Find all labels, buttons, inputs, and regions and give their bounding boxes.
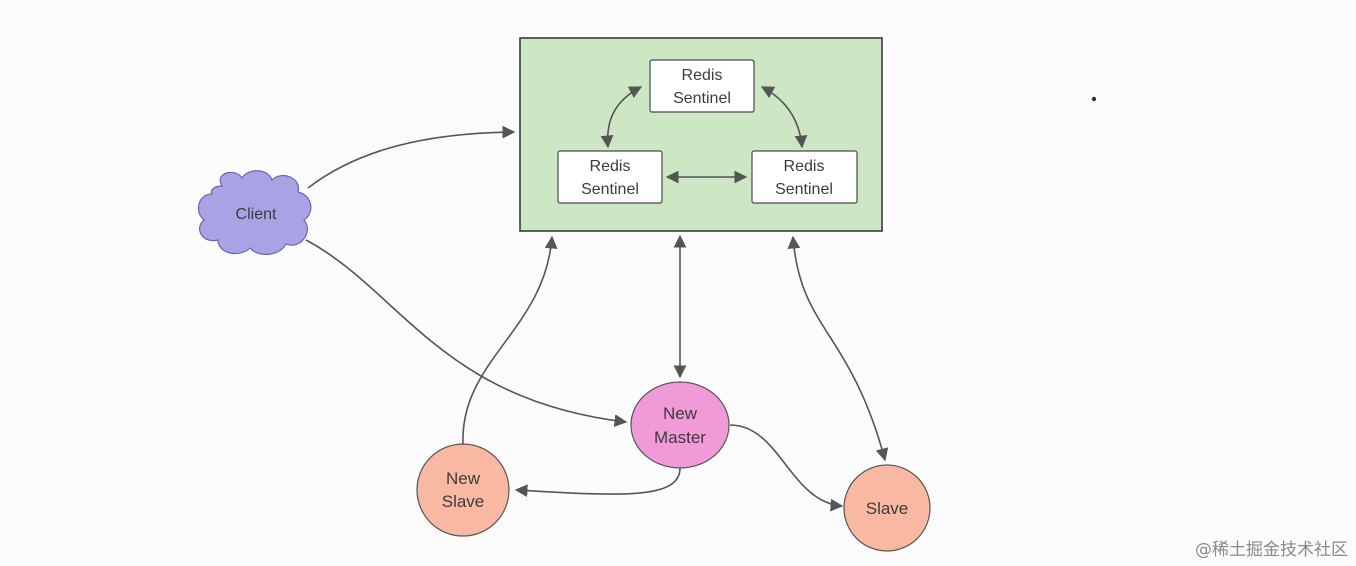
arrow-sentinels-slave bbox=[787, 235, 889, 462]
watermark-text: @稀土掘金技术社区 bbox=[1195, 540, 1348, 560]
new-master-line2: Master bbox=[654, 428, 706, 447]
arrow-new-master-to-new-slave bbox=[514, 467, 681, 498]
arrow-new-master-to-slave bbox=[729, 424, 844, 512]
sentinel-top-line2: Sentinel bbox=[673, 90, 731, 107]
arrow-sentinel-top-left bbox=[600, 86, 643, 149]
new-slave-line2: Slave bbox=[442, 492, 485, 511]
sentinel-node-right: Redis Sentinel bbox=[751, 150, 858, 204]
arrow-sentinel-top-right bbox=[760, 86, 808, 149]
arrow-client-to-new-master bbox=[305, 239, 628, 427]
new-slave-node: New Slave bbox=[416, 443, 510, 537]
sentinel-left-line1: Redis bbox=[590, 158, 631, 175]
sentinel-node-top: Redis Sentinel bbox=[649, 59, 755, 113]
new-master-node: New Master bbox=[630, 381, 730, 469]
sentinel-left-line2: Sentinel bbox=[581, 181, 639, 198]
sentinel-right-line2: Sentinel bbox=[775, 181, 833, 198]
sentinel-right-line1: Redis bbox=[784, 158, 825, 175]
slave-node: Slave bbox=[843, 464, 931, 552]
client-label: Client bbox=[236, 206, 277, 223]
client-cloud: Client bbox=[197, 170, 312, 255]
sentinel-node-left: Redis Sentinel bbox=[557, 150, 663, 204]
new-master-line1: New bbox=[663, 404, 698, 423]
stray-dot bbox=[1091, 96, 1097, 102]
new-slave-line1: New bbox=[446, 469, 481, 488]
arrow-new-slave-to-sentinels bbox=[462, 235, 558, 445]
arrow-client-to-sentinels bbox=[307, 125, 516, 189]
slave-label: Slave bbox=[866, 499, 909, 518]
sentinel-top-line1: Redis bbox=[682, 67, 723, 84]
